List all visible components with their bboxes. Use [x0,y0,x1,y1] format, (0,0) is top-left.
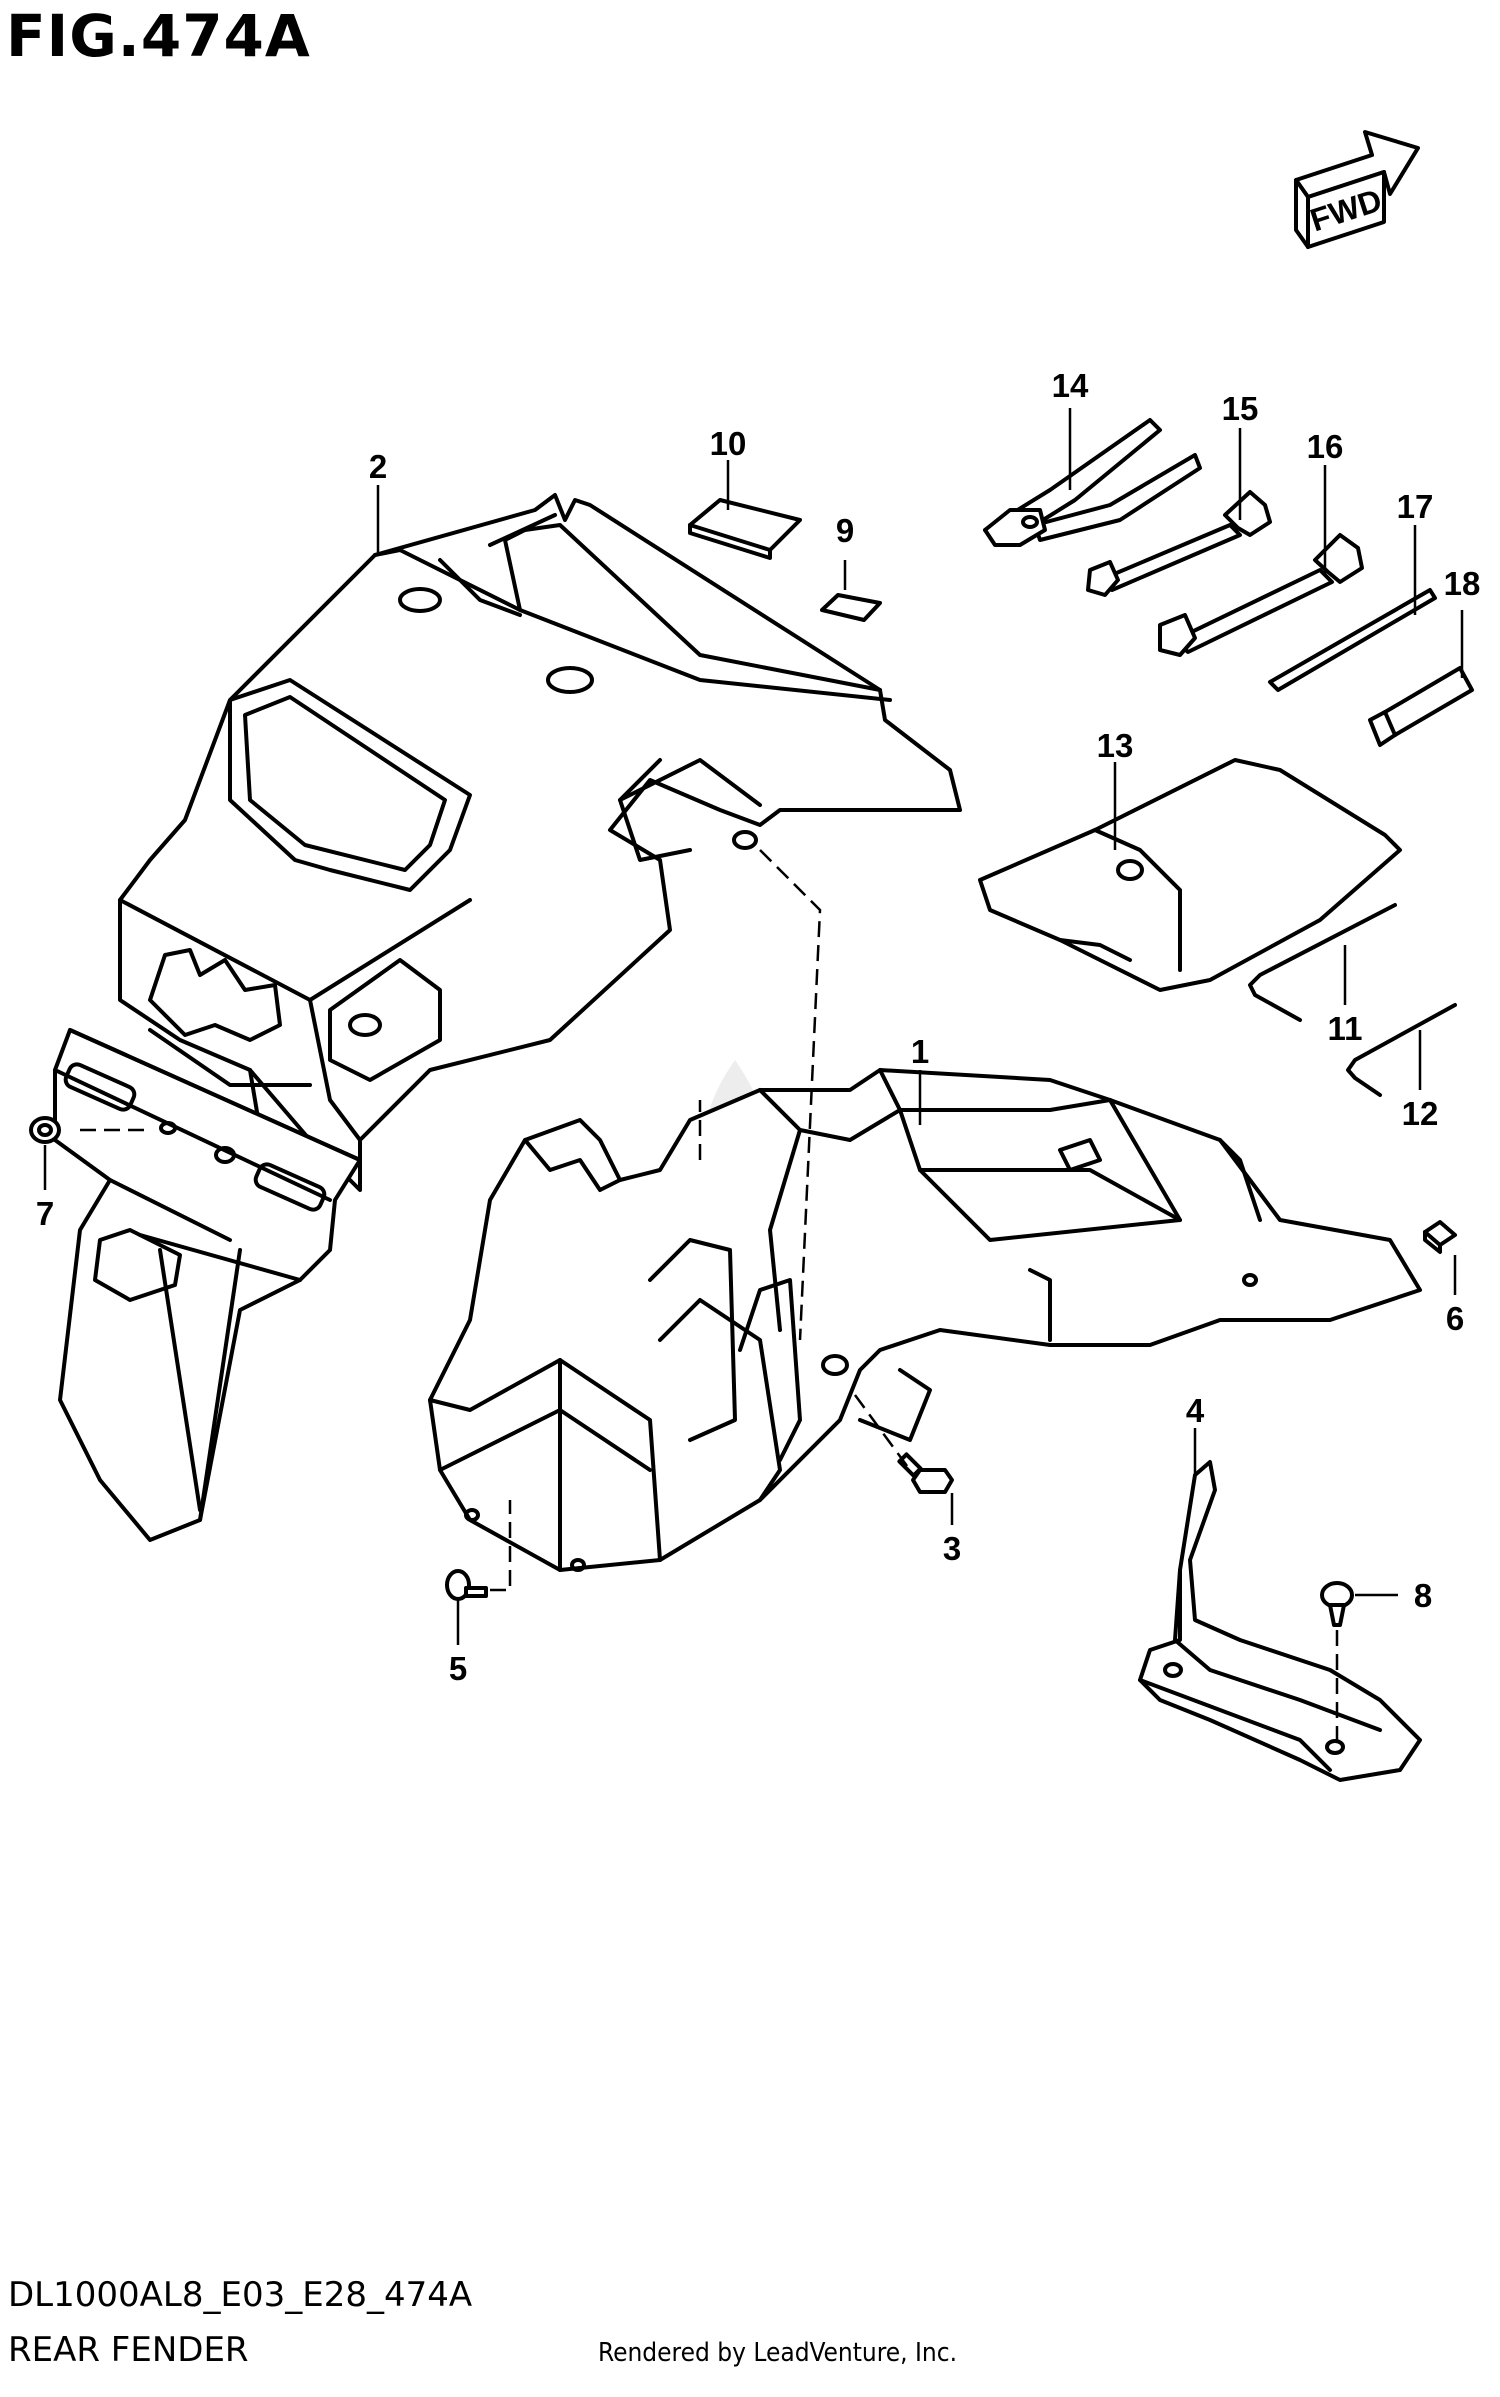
model-code: DL1000AL8_E03_E28_474A [8,2275,473,2315]
callout-2: 2 [369,448,387,485]
callout-4: 4 [1186,1392,1205,1429]
callout-1: 1 [911,1033,929,1070]
callout-15: 15 [1222,390,1259,427]
screwdriver-bit-part-17 [1268,588,1437,692]
fwd-arrow-icon: FWD [1294,130,1420,249]
callout-6: 6 [1446,1300,1464,1337]
wrench-part-16 [1158,533,1364,657]
callout-16: 16 [1307,428,1344,465]
callout-13: 13 [1097,727,1134,764]
license-plate-bracket [53,1028,362,1542]
callout-5: 5 [449,1650,467,1687]
clip-nut-part-6 [1423,1220,1457,1254]
rear-fender-bracket [1138,1460,1422,1782]
callout-10: 10 [710,425,747,462]
callout-8: 8 [1414,1577,1432,1614]
render-credit: Rendered by LeadVenture, Inc. [598,2338,958,2368]
assembly-lines [80,849,1339,1750]
pad-part-10 [688,498,802,560]
bolt-part-3 [897,1452,954,1494]
callout-14: 14 [1052,367,1089,404]
callout-9: 9 [836,512,854,549]
callout-12: 12 [1402,1095,1439,1132]
callout-3: 3 [943,1530,961,1567]
screw-part-5 [445,1569,488,1601]
figure-title: FIG.474A [6,2,311,70]
pad-part-9 [820,593,882,622]
callout-labels: 1 2 3 4 5 6 7 8 9 10 11 12 13 14 15 16 1… [36,367,1481,1687]
figure-name: REAR FENDER [8,2330,249,2370]
rear-fender-upper-cover [118,493,962,1192]
leader-lines [43,408,1464,1645]
rear-fender-lower [428,1068,1422,1572]
callout-18: 18 [1444,565,1481,602]
callout-11: 11 [1328,1010,1363,1047]
tool-bag-part-13 [978,758,1402,992]
callout-7: 7 [36,1195,54,1232]
callout-17: 17 [1397,488,1434,525]
hex-key-part-11 [1248,903,1397,1022]
pliers-part-14 [983,418,1202,547]
hex-key-part-12 [1346,1003,1457,1097]
handle-part-18 [1368,666,1474,747]
grommet-part-7 [29,1116,61,1144]
wrench-part-15 [1086,490,1272,597]
screw-part-8 [1320,1581,1354,1627]
